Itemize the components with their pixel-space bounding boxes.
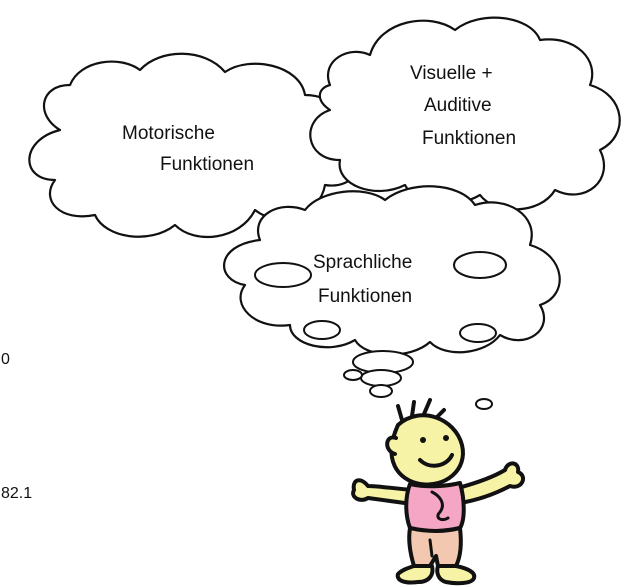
head xyxy=(389,413,465,487)
visual-auditory-line-2: Auditive xyxy=(424,95,492,116)
visual-auditory-line-3: Funktionen xyxy=(422,128,516,149)
bubble-right xyxy=(453,251,507,279)
left-shoe xyxy=(395,564,435,585)
motor-line-2: Funktionen xyxy=(160,154,254,175)
cartoon-person-icon xyxy=(351,398,526,586)
trail-bubble-3 xyxy=(343,369,363,381)
cloud-visual-auditory xyxy=(309,16,621,211)
bubble-left xyxy=(254,262,312,288)
speech-line-2: Funktionen xyxy=(318,286,412,307)
trail-bubble-5 xyxy=(475,398,493,410)
bubble-lower-right xyxy=(459,323,497,343)
margin-value-0: 0 xyxy=(1,351,10,368)
motor-line-1: Motorische xyxy=(122,123,215,144)
visual-auditory-line-1: Visuelle + xyxy=(410,63,493,84)
bubble-lower-left xyxy=(303,320,341,340)
trail-bubble-4 xyxy=(369,384,393,398)
cloud-speech xyxy=(223,185,561,356)
pants xyxy=(407,526,463,568)
trail-bubble-2 xyxy=(360,369,402,387)
margin-value-82-1: 82.1 xyxy=(1,485,33,502)
speech-line-1: Sprachliche xyxy=(313,252,412,273)
left-arm xyxy=(351,478,414,506)
shirt xyxy=(404,481,466,533)
right-arm xyxy=(456,461,526,505)
right-shoe xyxy=(435,564,477,586)
